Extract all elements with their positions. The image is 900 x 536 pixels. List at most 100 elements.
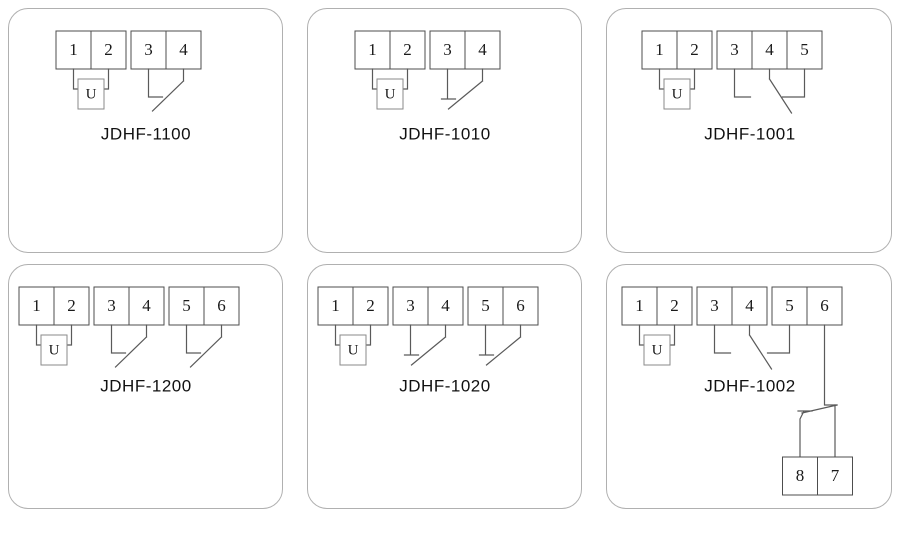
coil-box <box>663 78 691 110</box>
terminal-number: 8 <box>796 466 805 485</box>
contact-jdhf-1010-nc-34 <box>440 68 484 110</box>
terminal-number: 4 <box>142 296 151 315</box>
terminal-number: 3 <box>443 40 452 59</box>
terminal-number: 1 <box>635 296 644 315</box>
terminal-jdhf-1200-5: 5 <box>168 286 205 326</box>
terminal-number: 2 <box>403 40 412 59</box>
terminal-jdhf-1002-3: 3 <box>696 286 733 326</box>
terminal-jdhf-1002-8: 8 <box>782 456 818 496</box>
coil-leads <box>35 324 73 346</box>
terminal-number: 2 <box>67 296 76 315</box>
aux-feed-wire <box>823 324 838 406</box>
terminal-jdhf-1200-1: 1 <box>18 286 55 326</box>
contact-jdhf-1002-co-345 <box>713 324 791 370</box>
terminal-jdhf-1010-2: 2 <box>389 30 426 70</box>
terminal-number: 1 <box>69 40 78 59</box>
terminal-number: 2 <box>104 40 113 59</box>
terminal-number: 7 <box>831 466 840 485</box>
terminal-number: 2 <box>690 40 699 59</box>
terminal-jdhf-1020-2: 2 <box>352 286 389 326</box>
schematic-jdhf-1002: 1 2 3 4 5 6U JDHF-1002 8 7 <box>621 286 853 496</box>
coil-label: U <box>348 342 359 358</box>
terminal-number: 6 <box>217 296 226 315</box>
terminal-jdhf-1200-3: 3 <box>93 286 130 326</box>
model-label-jdhf-1002: JDHF-1002 <box>704 376 795 395</box>
terminal-number: 6 <box>820 296 829 315</box>
terminal-jdhf-1020-5: 5 <box>467 286 504 326</box>
coil-jdhf-1100: U <box>72 68 110 110</box>
contact-jdhf-1200-no-34 <box>110 324 148 368</box>
terminal-number: 5 <box>182 296 191 315</box>
terminal-jdhf-1002-6: 6 <box>806 286 843 326</box>
schematic-jdhf-1020: 1 2 3 4 5 6U JDHF-1020 <box>317 286 539 395</box>
terminal-jdhf-1001-2: 2 <box>676 30 713 70</box>
contact-blade <box>713 324 791 370</box>
aux-contact-blade <box>797 404 838 458</box>
terminal-number: 2 <box>366 296 375 315</box>
terminal-jdhf-1010-1: 1 <box>354 30 391 70</box>
terminal-number: 3 <box>107 296 116 315</box>
coil-label: U <box>652 342 663 358</box>
terminal-number: 5 <box>481 296 490 315</box>
terminal-jdhf-1200-6: 6 <box>203 286 240 326</box>
terminal-number: 2 <box>670 296 679 315</box>
terminal-number: 1 <box>32 296 41 315</box>
terminal-number: 1 <box>368 40 377 59</box>
contact-jdhf-1200-no-56 <box>185 324 223 368</box>
terminal-jdhf-1001-4: 4 <box>751 30 788 70</box>
coil-jdhf-1010: U <box>371 68 409 110</box>
contact-blade <box>110 324 148 368</box>
coil-jdhf-1002: U <box>638 324 676 366</box>
coil-leads <box>371 68 409 90</box>
terminal-number: 3 <box>144 40 153 59</box>
terminal-jdhf-1100-1: 1 <box>55 30 92 70</box>
terminal-jdhf-1010-4: 4 <box>464 30 501 70</box>
terminal-number: 6 <box>516 296 525 315</box>
coil-label: U <box>672 86 683 102</box>
terminal-number: 4 <box>765 40 774 59</box>
coil-leads <box>638 324 676 346</box>
contact-blade <box>147 68 185 112</box>
terminal-jdhf-1200-2: 2 <box>53 286 90 326</box>
contact-blade <box>403 324 447 366</box>
contact-jdhf-1020-nc-34 <box>403 324 447 366</box>
terminal-number: 3 <box>406 296 415 315</box>
terminal-number: 4 <box>745 296 754 315</box>
model-label-jdhf-1010: JDHF-1010 <box>399 124 490 143</box>
terminal-number: 4 <box>441 296 450 315</box>
terminal-jdhf-1001-1: 1 <box>641 30 678 70</box>
contact-blade <box>440 68 484 110</box>
terminal-jdhf-1020-1: 1 <box>317 286 354 326</box>
model-label-jdhf-1100: JDHF-1100 <box>101 124 191 143</box>
terminal-jdhf-1010-3: 3 <box>429 30 466 70</box>
terminal-jdhf-1020-3: 3 <box>392 286 429 326</box>
terminal-number: 1 <box>331 296 340 315</box>
terminal-jdhf-1100-3: 3 <box>130 30 167 70</box>
terminal-jdhf-1100-2: 2 <box>90 30 127 70</box>
model-label-jdhf-1001: JDHF-1001 <box>704 124 795 143</box>
terminal-number: 1 <box>655 40 664 59</box>
model-label-jdhf-1020: JDHF-1020 <box>399 376 490 395</box>
terminal-jdhf-1002-2: 2 <box>656 286 693 326</box>
coil-box <box>376 78 404 110</box>
terminal-jdhf-1020-4: 4 <box>427 286 464 326</box>
coil-box <box>339 334 367 366</box>
coil-jdhf-1020: U <box>334 324 372 366</box>
terminal-jdhf-1001-5: 5 <box>786 30 823 70</box>
terminal-number: 4 <box>179 40 188 59</box>
coil-leads <box>72 68 110 90</box>
terminal-number: 3 <box>710 296 719 315</box>
terminal-jdhf-1200-4: 4 <box>128 286 165 326</box>
coil-leads <box>334 324 372 346</box>
terminal-number: 5 <box>785 296 794 315</box>
contact-jdhf-1100-no-34 <box>147 68 185 112</box>
terminal-number: 3 <box>730 40 739 59</box>
